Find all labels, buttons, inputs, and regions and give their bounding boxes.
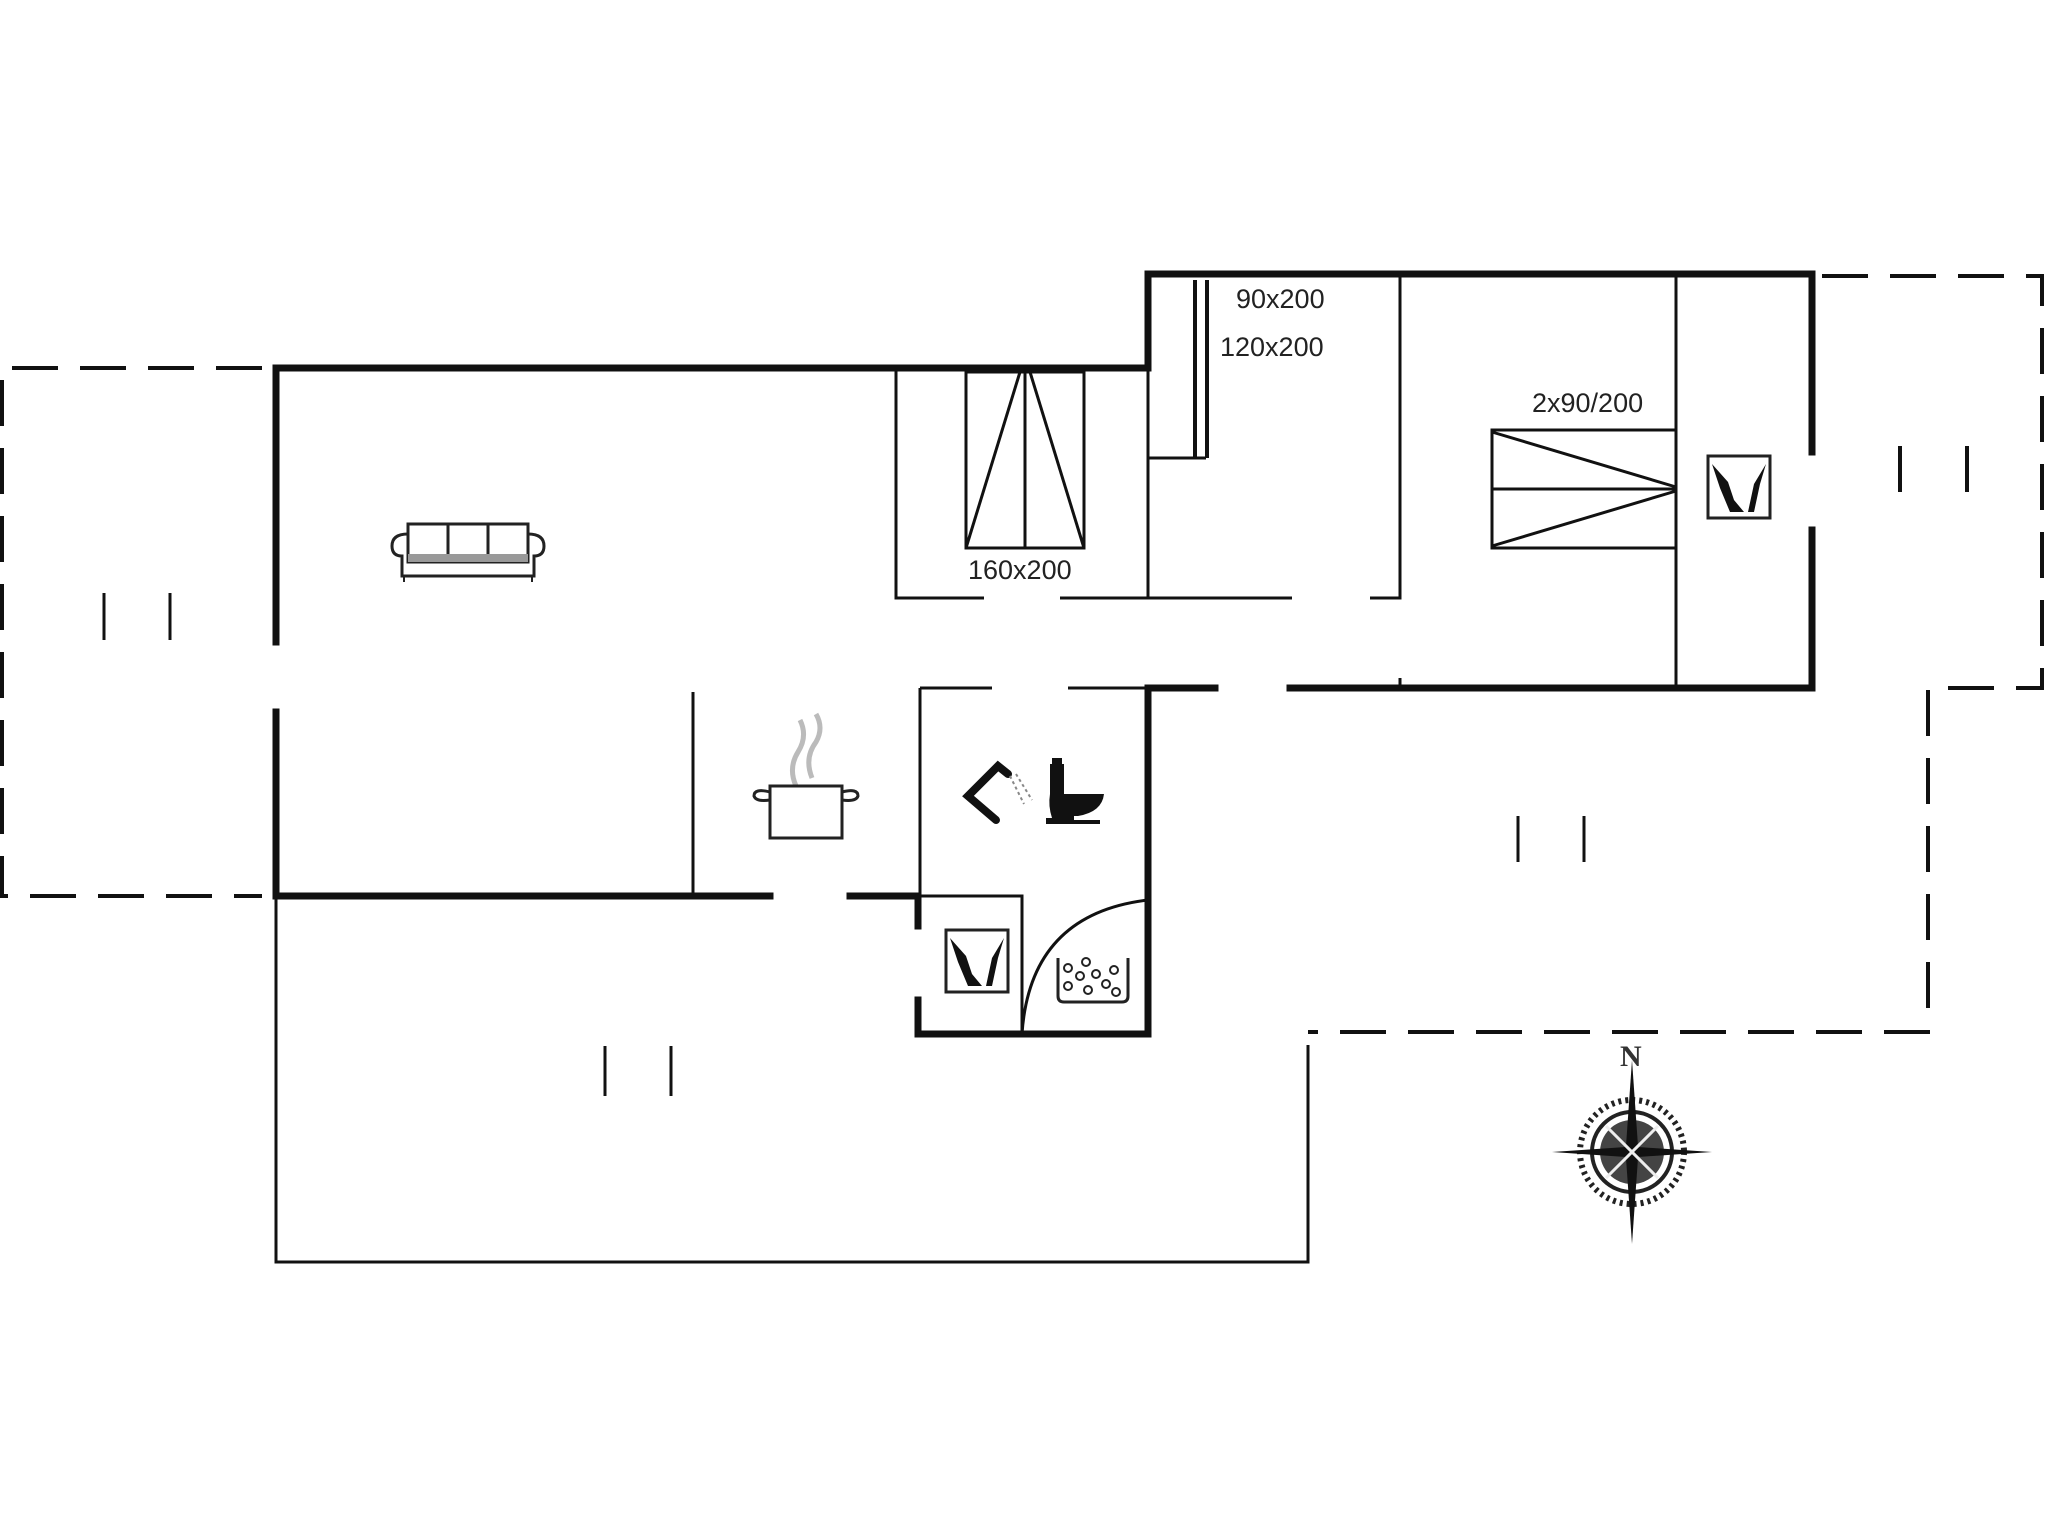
washing-machine-icon — [1706, 454, 1772, 520]
bed-twin — [1490, 428, 1678, 550]
terrace-east — [1308, 274, 2044, 1034]
cooking-pot-icon — [752, 712, 860, 840]
toilet-icon — [1046, 758, 1104, 824]
exterior-walls — [272, 270, 1816, 1038]
shower-icon — [962, 760, 1033, 824]
sofa-icon — [390, 522, 546, 582]
bed-label-90x200: 90x200 — [1236, 284, 1325, 314]
terrace-south — [274, 896, 1310, 1264]
terrace-west — [0, 366, 262, 898]
bed-double — [964, 370, 1086, 550]
interior-walls — [691, 274, 1678, 1035]
bed-label-2x90-200: 2x90/200 — [1532, 388, 1643, 418]
sauna-icon — [1056, 957, 1130, 1004]
compass-rose-icon — [1552, 1060, 1712, 1244]
washing-machine-icon — [944, 928, 1010, 994]
compass-north-label: N — [1620, 1040, 1642, 1073]
bed-label-120x200: 120x200 — [1220, 332, 1324, 362]
terrace-southeast — [1516, 816, 1586, 862]
bed-label-160x200: 160x200 — [968, 555, 1072, 585]
